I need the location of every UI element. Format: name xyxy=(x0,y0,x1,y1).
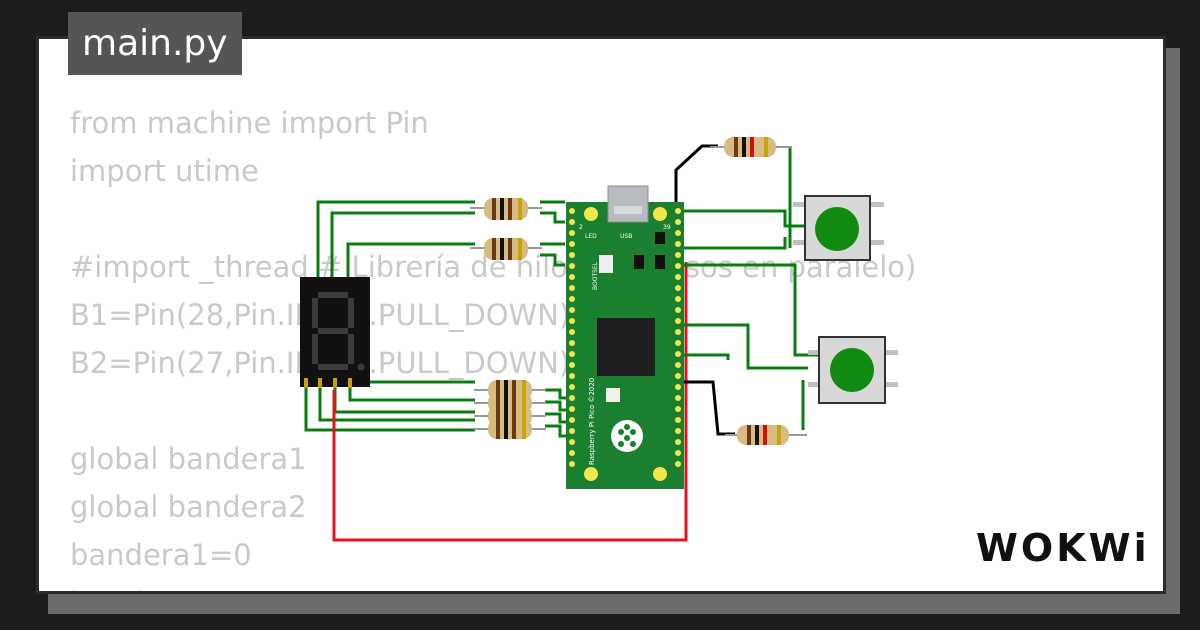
code-line: from machine import Pin xyxy=(70,106,429,140)
code-line: global bandera2 xyxy=(70,490,307,524)
seven-segment-display[interactable] xyxy=(300,277,370,388)
wire-red xyxy=(332,262,688,542)
board-usb-label: USB xyxy=(620,233,632,240)
board-pin-label-left: 2 xyxy=(579,224,583,231)
file-tab[interactable]: main.py xyxy=(68,12,242,75)
pushbutton[interactable] xyxy=(793,195,884,261)
code-line: global bandera1 xyxy=(70,442,307,476)
code-line: import utime xyxy=(70,154,259,188)
raspberry-logo-icon xyxy=(611,420,643,452)
pushbutton[interactable] xyxy=(808,336,898,404)
board-led-label: LED xyxy=(585,233,597,240)
brand-logo: WOKWi xyxy=(976,526,1150,570)
code-line: bandera2=0 xyxy=(70,579,916,591)
code-line: bandera1=0 xyxy=(70,538,252,572)
board-bootsel-label: BOOTSEL xyxy=(592,261,599,290)
board-pin-label-right: 39 xyxy=(663,224,671,231)
resistor[interactable] xyxy=(470,137,807,445)
raspberry-pi-pico[interactable]: LED USB 2 39 BOOTSEL Raspberry Pi Pico ©… xyxy=(566,185,684,489)
wire-display-top-1 xyxy=(316,200,565,282)
wire-pico-buttons xyxy=(680,146,822,430)
board-name: Raspberry Pi Pico ©2020 xyxy=(588,378,596,465)
